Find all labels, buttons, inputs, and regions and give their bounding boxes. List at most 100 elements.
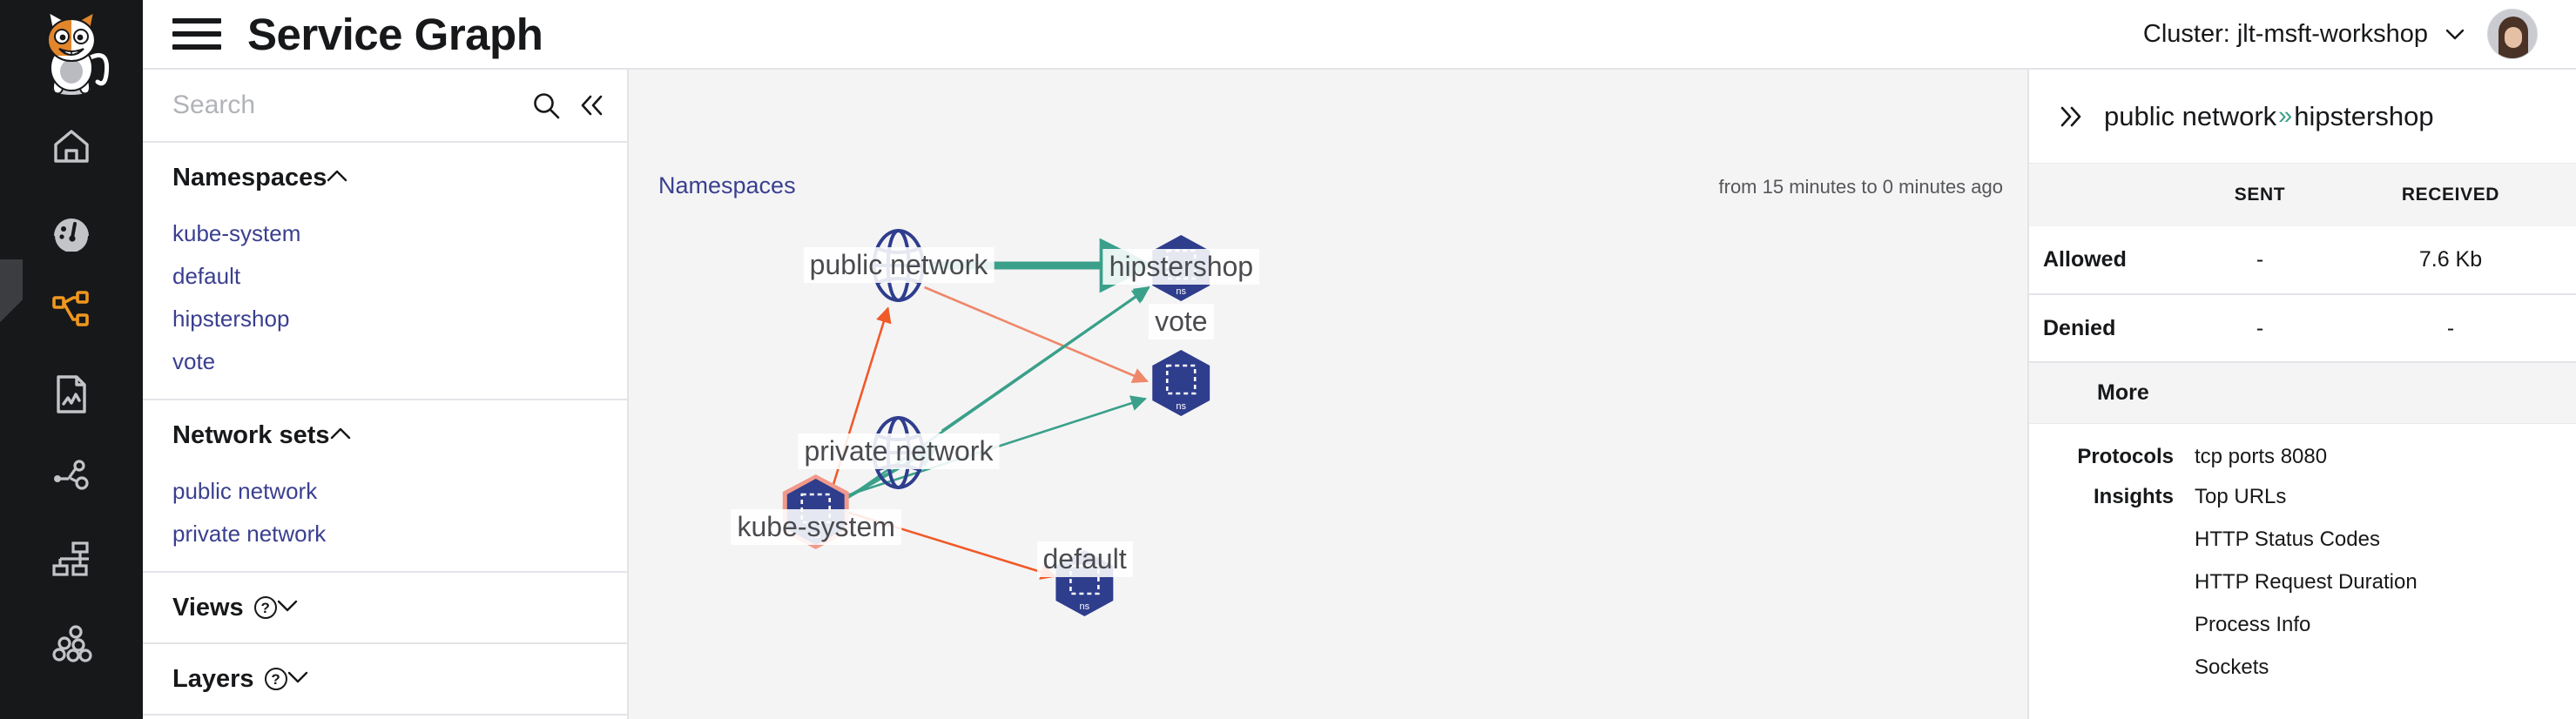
graph-node-private-network[interactable] [872, 416, 925, 489]
graph-node-vote[interactable]: ns [1152, 350, 1210, 416]
insight-sockets[interactable]: Sockets [2195, 655, 2269, 679]
insights-values: Top URLs HTTP Status Codes HTTP Request … [2195, 485, 2418, 680]
table-row: Denied - - [2029, 294, 2576, 363]
rail-icon-list [0, 104, 143, 683]
double-chevron-left-icon[interactable] [577, 92, 606, 118]
sidebar-item-vote[interactable]: vote [172, 348, 216, 374]
panel-filler [143, 716, 627, 719]
cluster-selector[interactable]: Cluster: jlt-msft-workshop [2143, 20, 2465, 49]
rail-item-clusters[interactable] [0, 601, 143, 683]
chevron-down-icon [2445, 29, 2465, 40]
svg-text:ns: ns [1080, 601, 1090, 612]
protocols-value: tcp ports 8080 [2195, 445, 2328, 468]
document-chart-icon [49, 372, 94, 417]
traffic-table: SENT RECEIVED Allowed - 7.6 Kb Denied - [2029, 164, 2576, 363]
graph-node-public-network[interactable] [872, 229, 925, 302]
filter-group-layers: Layers ? [143, 644, 627, 716]
chevron-up-icon [330, 427, 351, 444]
search-row [143, 70, 627, 143]
rail-item-policies[interactable] [0, 353, 143, 435]
chevron-down-icon [277, 600, 298, 616]
rail-item-dashboard[interactable] [0, 187, 143, 270]
group-header-namespaces[interactable]: Namespaces [143, 143, 627, 212]
group-header-views[interactable]: Views ? [143, 573, 627, 642]
column-header-sent: SENT [2195, 164, 2325, 226]
column-header-blank [2029, 164, 2195, 226]
calico-cat-logo[interactable] [0, 0, 143, 104]
protocols-label: Protocols [2077, 445, 2174, 468]
insights-label: Insights [2093, 485, 2174, 508]
group-title: Namespaces [172, 163, 327, 192]
more-section-body: Protocols tcp ports 8080 Insights Top UR… [2029, 424, 2576, 695]
cluster-circles-icon [49, 620, 94, 665]
detail-target: hipstershop [2294, 100, 2434, 131]
column-header-received: RECEIVED [2324, 164, 2576, 226]
group-items-namespaces: kube-system default hipstershop vote [143, 212, 627, 399]
top-bar: Service Graph Cluster: jlt-msft-workshop [143, 0, 2576, 70]
filter-group-views: Views ? [143, 573, 627, 644]
sidebar-item-public-network[interactable]: public network [172, 478, 318, 504]
detail-source: public network [2104, 100, 2277, 131]
table-row: Allowed - 7.6 Kb [2029, 226, 2576, 295]
graph-node-hipstershop[interactable]: ns [1152, 235, 1210, 301]
group-header-network-sets[interactable]: Network sets [143, 400, 627, 470]
help-icon[interactable]: ? [253, 596, 277, 619]
cell-denied-received: - [2324, 294, 2576, 363]
rail-item-hierarchy[interactable] [0, 518, 143, 601]
sidebar-item-kube-system[interactable]: kube-system [172, 220, 301, 246]
detail-title: public network » hipstershop [2104, 101, 2434, 132]
filter-group-network-sets: Network sets public network private netw… [143, 400, 627, 573]
chevron-down-icon [287, 671, 308, 688]
sidebar-item-private-network[interactable]: private network [172, 521, 327, 547]
row-label-denied: Denied [2029, 294, 2195, 363]
home-icon [49, 124, 94, 169]
hamburger-icon[interactable] [172, 14, 221, 54]
search-input[interactable] [172, 91, 516, 120]
group-title: Network sets [172, 420, 330, 449]
protocols-row: Protocols tcp ports 8080 [2029, 445, 2576, 469]
detail-panel: public network » hipstershop SENT RECEIV… [2029, 70, 2576, 719]
insight-http-status-codes[interactable]: HTTP Status Codes [2195, 527, 2380, 551]
breadcrumb[interactable]: Namespaces [658, 172, 796, 198]
avatar[interactable] [2487, 9, 2538, 59]
graph-canvas[interactable]: Namespaces from 15 minutes to 0 minutes … [629, 70, 2029, 719]
svg-text:ns: ns [1176, 286, 1186, 297]
gauge-icon [49, 206, 94, 252]
rail-item-service-graph[interactable] [0, 259, 143, 362]
protocols-values: tcp ports 8080 [2195, 445, 2327, 469]
sidebar-item-hipstershop[interactable]: hipstershop [172, 306, 290, 332]
row-label-allowed: Allowed [2029, 226, 2195, 295]
svg-text:ns: ns [811, 530, 821, 541]
network-nodes-icon [49, 454, 94, 500]
group-header-layers[interactable]: Layers ? [143, 644, 627, 714]
cell-denied-sent: - [2195, 294, 2325, 363]
edge-public-network-to-vote [924, 286, 1149, 384]
insight-top-urls[interactable]: Top URLs [2195, 485, 2287, 508]
double-chevron-right-icon[interactable] [2057, 104, 2085, 129]
insight-http-request-duration[interactable]: HTTP Request Duration [2195, 570, 2418, 594]
top-bar-right: Cluster: jlt-msft-workshop [2143, 9, 2538, 59]
help-icon[interactable]: ? [264, 668, 287, 690]
rail-item-nodes[interactable] [0, 435, 143, 518]
edge-kube-system-to-default [846, 510, 1057, 580]
cluster-label: Cluster: jlt-msft-workshop [2142, 19, 2428, 48]
detail-separator-icon: » [2278, 102, 2293, 130]
graph-node-kube-system[interactable]: ns [782, 474, 849, 549]
service-graph-icon [49, 289, 94, 334]
detail-panel-header: public network » hipstershop [2029, 70, 2576, 164]
filter-group-namespaces: Namespaces kube-system default hipstersh… [143, 143, 627, 400]
search-icon[interactable] [531, 91, 561, 120]
sidebar-item-default[interactable]: default [172, 263, 241, 289]
graph-edges-and-nodes: ns ns ns [782, 229, 1210, 616]
main-column: Service Graph Cluster: jlt-msft-workshop [143, 0, 2576, 719]
group-title: Layers [172, 664, 254, 693]
cell-allowed-sent: - [2195, 226, 2325, 295]
more-section-header[interactable]: More [2029, 363, 2576, 424]
cell-allowed-received: 7.6 Kb [2324, 226, 2576, 295]
rail-item-home[interactable] [0, 104, 143, 187]
filter-panel: Namespaces kube-system default hipstersh… [143, 70, 629, 719]
insight-process-info[interactable]: Process Info [2195, 613, 2311, 636]
graph-node-default[interactable]: ns [1055, 550, 1114, 616]
group-title: Views [172, 593, 244, 622]
